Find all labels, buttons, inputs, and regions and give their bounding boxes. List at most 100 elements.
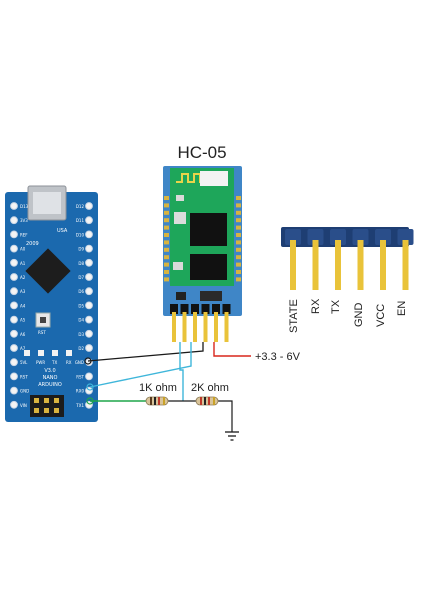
icsp-pin xyxy=(44,398,49,403)
usb-label: USA xyxy=(57,228,68,234)
arduino-pin-hole xyxy=(85,301,93,310)
castellation-pad xyxy=(236,225,241,230)
usb-connector-inner xyxy=(33,192,61,214)
pin-label-gnd: GND xyxy=(353,303,365,328)
led-rx xyxy=(66,350,72,356)
arduino-pin-label: RST xyxy=(76,374,84,379)
arduino-pin-hole xyxy=(10,287,18,296)
arduino-pin-hole xyxy=(85,216,93,225)
castellation-pad xyxy=(236,277,241,282)
icsp-pin xyxy=(34,408,39,413)
arduino-pin-hole xyxy=(10,400,18,409)
wire-tx xyxy=(89,342,192,388)
arduino-nano-board: USA 2009 D133V3REFA0A1A2A3A4A5A6A75VRSTG… xyxy=(5,185,98,422)
arduino-pin-label: D7 xyxy=(78,275,84,280)
arduino-pin-hole xyxy=(85,372,93,381)
led-pwr xyxy=(38,350,44,356)
pin-label-tx: TX xyxy=(330,299,342,314)
module-header-pins xyxy=(170,304,231,342)
arduino-pin-label: D5 xyxy=(78,303,84,308)
arduino-pin-hole xyxy=(10,329,18,338)
header-pin-socket xyxy=(307,229,324,245)
resistor-band xyxy=(150,397,152,405)
header-pin-socket xyxy=(397,229,414,245)
castellation-pad xyxy=(164,240,169,245)
castellation-pad xyxy=(164,277,169,282)
castellation-pad xyxy=(164,218,169,223)
arduino-pin-hole xyxy=(85,258,93,267)
castellation-pad xyxy=(236,196,241,200)
arduino-pin-label: TX1 xyxy=(75,403,84,408)
header-pin xyxy=(357,240,364,290)
arduino-pin-label: A1 xyxy=(20,261,26,266)
led-label-tx: TX xyxy=(51,360,57,365)
arduino-pin-hole xyxy=(10,202,18,210)
module-pin-housing xyxy=(170,304,178,314)
arduino-pin-label: RST xyxy=(20,374,28,379)
module-pin-housing xyxy=(180,304,189,314)
board-model: NANO xyxy=(43,375,58,381)
arduino-pin-hole xyxy=(10,230,18,239)
module-title: HC-05 xyxy=(177,143,226,162)
castellation-pad xyxy=(236,255,241,260)
castellation-pad xyxy=(164,210,169,215)
arduino-pin-label: REF xyxy=(20,232,28,237)
smd-component xyxy=(173,262,183,270)
reset-label: RST xyxy=(38,330,46,335)
year-label: 2009 xyxy=(26,241,39,247)
regulator xyxy=(176,292,186,300)
arduino-pin-hole xyxy=(85,244,93,253)
arduino-pin-label: A5 xyxy=(20,318,26,323)
icsp-pin xyxy=(54,408,59,413)
header-pin xyxy=(290,240,296,290)
module-label-sticker xyxy=(200,171,228,186)
header-pin-socket xyxy=(375,229,391,245)
header-pin-socket xyxy=(330,229,346,245)
led-l xyxy=(24,350,30,356)
arduino-pin-label: D8 xyxy=(78,261,84,266)
arduino-pin-label: D9 xyxy=(78,247,84,252)
reset-button-cap xyxy=(40,317,46,323)
arduino-pin-label: D3 xyxy=(78,332,84,337)
wire-arduino-tx-end xyxy=(86,397,94,405)
castellation-pad xyxy=(236,203,241,208)
arduino-pin-hole xyxy=(85,273,93,281)
resistor-band xyxy=(208,397,210,405)
castellation-pad xyxy=(236,240,241,245)
arduino-pin-hole xyxy=(10,273,18,281)
pin-label-vcc: VCC xyxy=(375,304,387,327)
module-header-pin xyxy=(224,312,229,342)
header-pin-socket xyxy=(285,229,301,245)
module-header-pin xyxy=(193,312,197,342)
board-version: V3.0 xyxy=(44,368,55,374)
arduino-pin-label: GND xyxy=(75,360,84,365)
module-pin-housing xyxy=(201,304,210,314)
flash-chip xyxy=(190,254,227,280)
arduino-pin-hole xyxy=(85,202,93,210)
module-castellations xyxy=(164,196,241,282)
castellation-pad xyxy=(164,225,169,230)
arduino-pin-hole xyxy=(10,315,18,324)
header-pin xyxy=(312,240,319,290)
wire-gnd xyxy=(87,342,204,362)
arduino-pin-hole xyxy=(85,315,93,324)
arduino-pin-label: A0 xyxy=(20,247,26,252)
arduino-pin-hole xyxy=(10,216,18,225)
module-pin-housing xyxy=(191,304,199,314)
arduino-pin-hole xyxy=(10,244,18,253)
arduino-pin-hole xyxy=(10,372,18,381)
arduino-pin-label: D10 xyxy=(76,232,85,237)
led-label-pwr: PWR xyxy=(36,360,45,365)
led-label-rx: RX xyxy=(66,360,72,365)
led-label-l: L xyxy=(25,360,28,365)
arduino-pin-hole xyxy=(85,230,93,239)
arduino-pin-label: A6 xyxy=(20,332,26,337)
castellation-pad xyxy=(164,247,169,252)
arduino-pin-label: RX0 xyxy=(76,389,85,394)
arduino-pin-label: D2 xyxy=(78,346,84,351)
castellation-pad xyxy=(164,270,169,274)
pin-label-state: STATE xyxy=(288,299,300,333)
arduino-pin-label: A2 xyxy=(20,275,26,280)
arduino-pin-label: A3 xyxy=(20,289,26,294)
